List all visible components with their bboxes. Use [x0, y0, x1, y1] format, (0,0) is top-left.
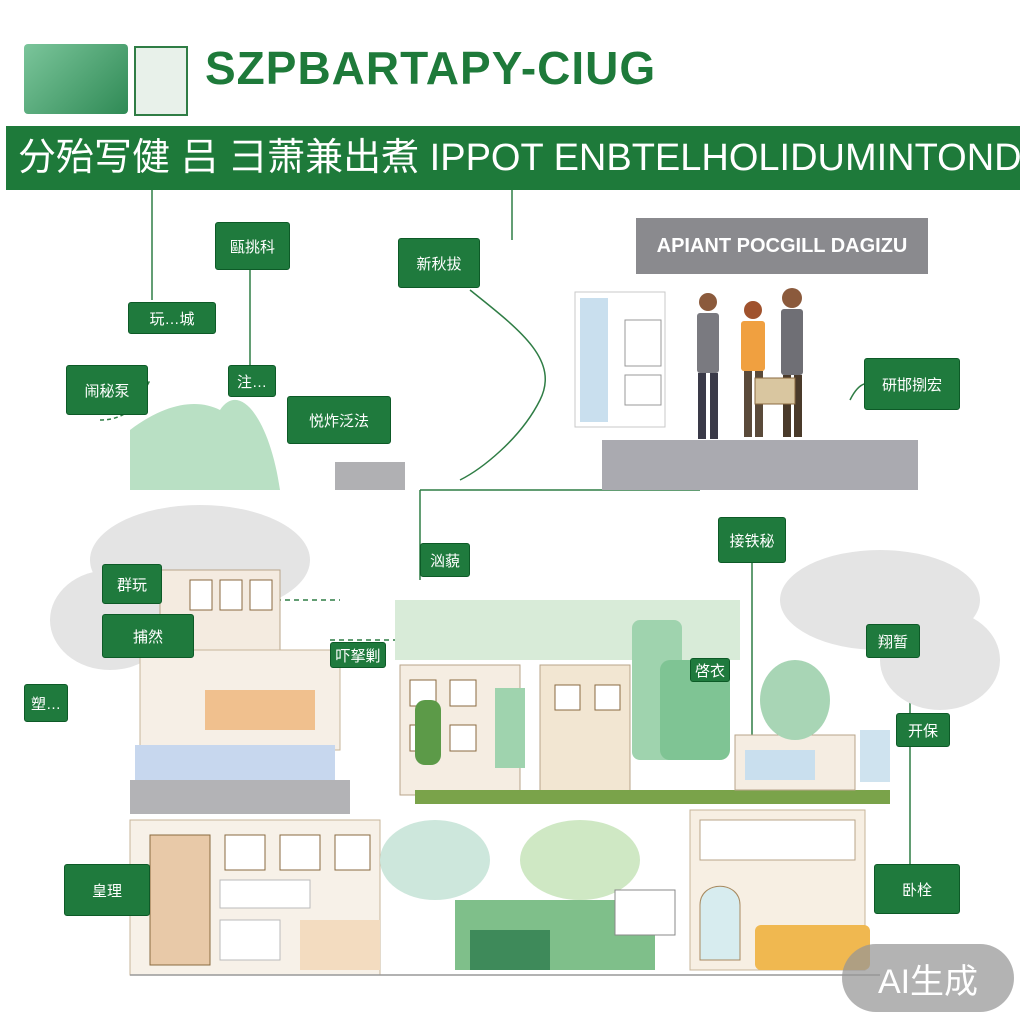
callout-tag: 卧栓	[874, 864, 960, 914]
callout-tag: 塑…	[24, 684, 68, 722]
document-icon	[134, 46, 188, 116]
headline: SZPBARTAPY-CIUG	[205, 42, 657, 94]
callout-tag: 皇理	[64, 864, 150, 916]
middle-building	[395, 600, 890, 804]
banner: 分殆写健 吕 彐萧兼出煮 IPPOT ENBTELHOLIDUMINTOND	[6, 126, 1020, 190]
callout-tag: 吓拏剿	[330, 642, 386, 668]
callout-tag: 汹藐	[420, 543, 470, 577]
callout-tag: 甌挑科	[215, 222, 290, 270]
hill-shape	[130, 399, 280, 490]
background-trees	[50, 505, 1000, 710]
right-building	[734, 660, 890, 791]
callout-tag: 开保	[896, 713, 950, 747]
callout-tag: 闹秘泵	[66, 365, 148, 415]
callout-tag: 翔暂	[866, 624, 920, 658]
callout-tag: 啓衣	[690, 658, 730, 682]
callout-tag: 悦炸泛法	[287, 396, 391, 444]
callout-tag: 研邯捌宏	[864, 358, 960, 410]
ai-generated-watermark: AI生成	[842, 944, 1014, 1012]
callout-tag: 接铁秘	[718, 517, 786, 563]
left-building	[130, 569, 350, 814]
people-icon	[697, 288, 803, 439]
callout-tag: 玩…城	[128, 302, 216, 334]
callout-tag: 注…	[228, 365, 276, 397]
lower-building	[129, 809, 880, 976]
callout-tag: 新秋拔	[398, 238, 480, 288]
title-illustration-icon	[24, 44, 128, 114]
subtitle: APIANT POCGILL DAGIZU	[636, 218, 928, 274]
floor-shape	[602, 440, 918, 490]
callout-tag: 捕然	[102, 614, 194, 658]
callout-tag: 群玩	[102, 564, 162, 604]
